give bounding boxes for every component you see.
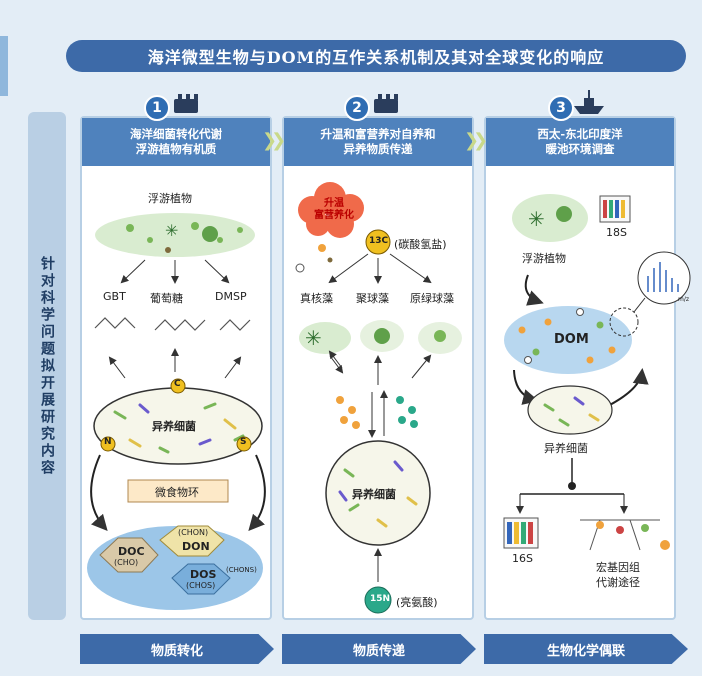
bacteria-label-2: 异养细菌 <box>352 488 396 501</box>
doc-label: DOC <box>118 545 145 558</box>
footer-tab-3: 生物化学偶联 <box>484 634 688 664</box>
bacteria-label: 异养细菌 <box>152 420 196 433</box>
phytoplankton-label-3: 浮游植物 <box>522 252 566 265</box>
eukaryote-label: 真核藻 <box>300 292 333 305</box>
side-label-panel: 针对科学问题拟开展研究内容 <box>28 112 66 620</box>
dom-dots-3 <box>518 308 616 364</box>
footer-tab-2: 物质传递 <box>282 634 476 664</box>
ship-icon <box>374 94 398 113</box>
food-web-box <box>127 479 229 503</box>
bacteria-circle <box>325 440 431 546</box>
footer-tab-1: 物质转化 <box>80 634 274 664</box>
glucose-label: 葡萄糖 <box>150 292 183 305</box>
18s-label: 18S <box>606 226 627 239</box>
metagenome-pathway <box>580 519 660 551</box>
ms-spectrum <box>637 251 691 305</box>
leucine-label: (亮氨酸) <box>396 596 438 609</box>
side-label: 针对科学问题拟开展研究内容 <box>39 255 55 477</box>
phytoplankton-cells <box>126 222 243 243</box>
dos-label: DOS <box>190 568 217 581</box>
bicarbonate-label: (碳酸氢盐) <box>394 238 447 251</box>
phytoplankton-label: 浮游植物 <box>148 192 192 205</box>
bacteria-cells <box>113 402 245 454</box>
step-number-2: 2 <box>344 95 370 121</box>
16s-label: 16S <box>512 552 533 565</box>
ms-tag-label: m/z <box>678 296 690 303</box>
ship-icon <box>174 94 198 113</box>
c13-label: 13C <box>369 236 389 246</box>
warming-label: 升温 富营养化 <box>314 198 354 221</box>
don-label: DON <box>182 540 210 553</box>
n15-label: 15N <box>370 594 391 604</box>
step-number-3: 3 <box>548 95 574 121</box>
corner-tab <box>0 36 8 96</box>
panel-1-header: 海洋细菌转化代谢 浮游植物有机质 <box>82 118 270 166</box>
alga-icon: ✳ <box>305 326 322 350</box>
sequencing-bars-16s <box>503 517 539 549</box>
phytoplankton-cloud <box>95 213 255 257</box>
sequencing-bars-18s <box>599 195 631 223</box>
page-title: 海洋微型生物与DOM的互作关系机制及其对全球变化的响应 <box>66 40 686 72</box>
dos-sub-label: (CHOS) <box>186 581 216 590</box>
alga-icon: ✳ <box>528 207 545 231</box>
ship-icon <box>574 90 604 114</box>
synechococcus-label: 聚球藻 <box>356 292 389 305</box>
c-marker-label: C <box>174 379 181 389</box>
dom-label: DOM <box>554 332 589 347</box>
warming-cloud <box>298 182 364 238</box>
prochlorococcus-label: 原绿球藻 <box>410 292 454 305</box>
chons-label: (CHONS) <box>226 566 257 574</box>
n-marker-label: N <box>104 437 112 447</box>
bacteria-label-3: 异养细菌 <box>544 442 588 455</box>
dom-dots <box>336 396 418 429</box>
metagenome-label: 宏基因组 代谢途径 <box>596 561 640 589</box>
s-marker-label: S <box>240 437 247 447</box>
panel-3-header: 西太-东北印度洋 暖池环境调查 <box>486 118 674 166</box>
gbt-label: GBT <box>103 290 126 303</box>
panel-2-header: 升温和富营养对自养和 异养物质传递 <box>284 118 472 166</box>
don-sub-label: (CHON) <box>178 528 209 537</box>
molecule-structures <box>94 317 251 331</box>
doc-sub-label: (CHO) <box>114 558 139 567</box>
food-web-label: 微食物环 <box>155 486 199 499</box>
alga-icon: ✳ <box>165 221 178 240</box>
dmsp-label: DMSP <box>215 290 247 303</box>
step-number-1: 1 <box>144 95 170 121</box>
bacteria-ellipse-3 <box>527 385 613 435</box>
